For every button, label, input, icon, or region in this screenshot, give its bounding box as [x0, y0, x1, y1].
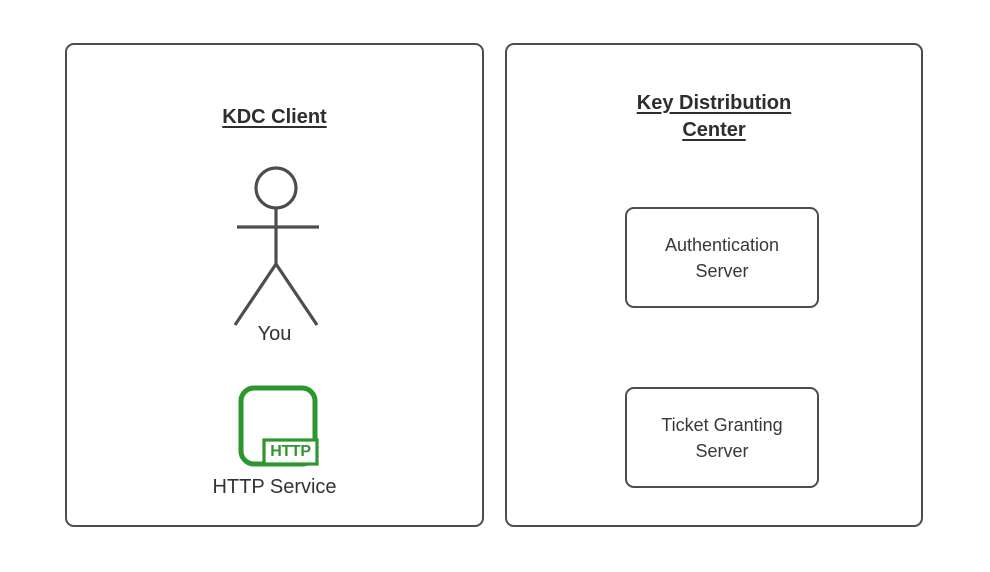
- key-distribution-center-panel: Key Distribution Center Authentication S…: [505, 43, 923, 527]
- person-stick-figure-icon: [233, 166, 319, 326]
- kdc-client-panel-title: KDC Client: [222, 106, 327, 128]
- authentication-server-node: Authentication Server: [625, 207, 819, 308]
- http-badge-label: HTTP: [270, 443, 311, 460]
- http-service-label: HTTP Service: [212, 476, 337, 498]
- http-service-icon: HTTP: [237, 385, 322, 467]
- kdc-client-panel: KDC Client You HTTP HTTP Service: [65, 43, 484, 527]
- ticket-granting-server-node: Ticket Granting Server: [625, 387, 819, 488]
- key-distribution-center-title: Key Distribution Center: [636, 92, 792, 141]
- person-label: You: [257, 323, 292, 345]
